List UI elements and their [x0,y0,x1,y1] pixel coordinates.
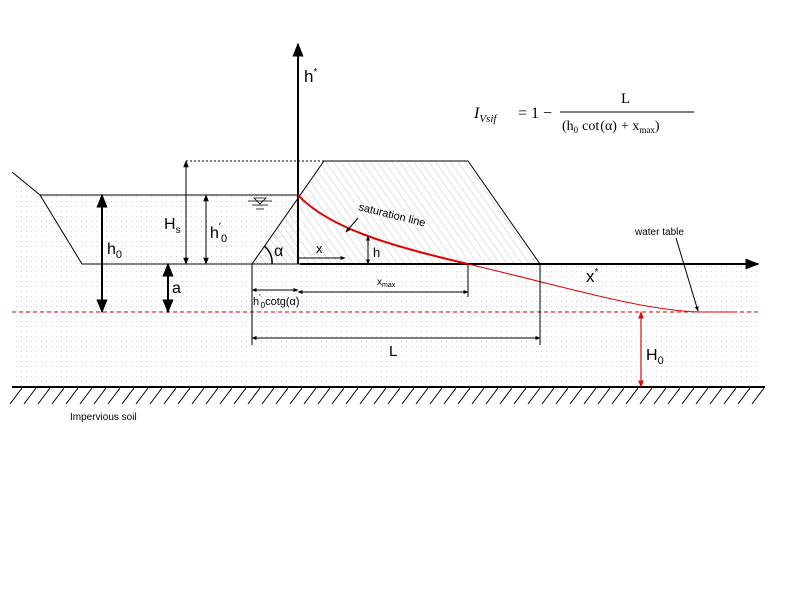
H0-label: H0 [646,347,664,367]
impervious-hatch-stroke [275,387,289,405]
xmax-label: xmax [377,277,396,289]
impervious-hatch-stroke [345,387,359,405]
L-label: L [389,343,397,360]
impervious-hatch-stroke [79,387,93,405]
impervious-hatch-stroke [513,387,527,405]
impervious-hatch-stroke [121,387,135,405]
impervious-hatch-stroke [597,387,611,405]
impervious-hatch-stroke [261,387,275,405]
impervious-hatch-stroke [625,387,639,405]
impervious-hatch-stroke [401,387,415,405]
impervious-hatch-stroke [709,387,723,405]
h0prime-label: h′0 [210,221,227,245]
impervious-hatch-stroke [527,387,541,405]
impervious-hatch-stroke [471,387,485,405]
impervious-hatch-stroke [149,387,163,405]
impervious-hatch-stroke [611,387,625,405]
impervious-hatch-stroke [9,387,23,405]
impervious-hatch-stroke [219,387,233,405]
impervious-hatch-stroke [429,387,443,405]
impervious-hatch-stroke [667,387,681,405]
impervious-hatch-stroke [205,387,219,405]
formula-equals: = 1 − [518,105,552,122]
impervious-hatch-stroke [485,387,499,405]
impervious-hatch-stroke [541,387,555,405]
impervious-hatch-stroke [65,387,79,405]
impervious-hatch-stroke [499,387,513,405]
impervious-hatch-stroke [177,387,191,405]
h-label: h [373,245,380,260]
impervious-hatch-stroke [37,387,51,405]
formula-numerator: L [621,91,630,107]
saturation-leader [345,217,359,233]
impervious-hatch-stroke [681,387,695,405]
h0-label: h0 [107,241,122,261]
impervious-hatch-stroke [751,387,765,405]
impervious-hatch-stroke [135,387,149,405]
water-table-line [467,263,735,313]
impervious-hatch-stroke [233,387,247,405]
h-axis-label: h* [304,67,317,86]
impervious-hatch-stroke [373,387,387,405]
impervious-hatch-stroke [653,387,667,405]
Hs-label: Hs [164,216,181,236]
impervious-soil-label: Impervious soil [70,412,137,423]
impervious-hatch-stroke [359,387,373,405]
impervious-hatch-stroke [695,387,709,405]
soil-area [12,172,760,387]
water-table-leader [675,237,699,312]
a-label: a [172,280,181,297]
h0cotg-label: h′0cotg(α) [253,293,300,310]
impervious-hatch-stroke [107,387,121,405]
impervious-hatch-stroke [555,387,569,405]
impervious-hatch-stroke [23,387,37,405]
x-axis-label: x* [586,267,599,286]
impervious-hatch-stroke [93,387,107,405]
impervious-hatch-stroke [191,387,205,405]
impervious-hatch-stroke [723,387,737,405]
impervious-hatching [9,387,765,405]
water-level-symbol [248,197,272,210]
impervious-hatch-stroke [163,387,177,405]
impervious-hatch-stroke [317,387,331,405]
impervious-hatch-stroke [639,387,653,405]
impervious-hatch-stroke [289,387,303,405]
impervious-hatch-stroke [415,387,429,405]
alpha-label: α [274,243,283,260]
x-label: x [316,241,323,256]
impervious-hatch-stroke [737,387,751,405]
impervious-hatch-stroke [443,387,457,405]
impervious-hatch-stroke [303,387,317,405]
formula-lhs: IVsif [473,105,498,125]
impervious-hatch-stroke [569,387,583,405]
impervious-hatch-stroke [331,387,345,405]
alpha-arc [263,245,273,265]
impervious-hatch-stroke [583,387,597,405]
impervious-hatch-stroke [51,387,65,405]
impervious-hatch-stroke [457,387,471,405]
water-table-label: water table [634,227,684,238]
impervious-hatch-stroke [387,387,401,405]
impervious-hatch-stroke [247,387,261,405]
